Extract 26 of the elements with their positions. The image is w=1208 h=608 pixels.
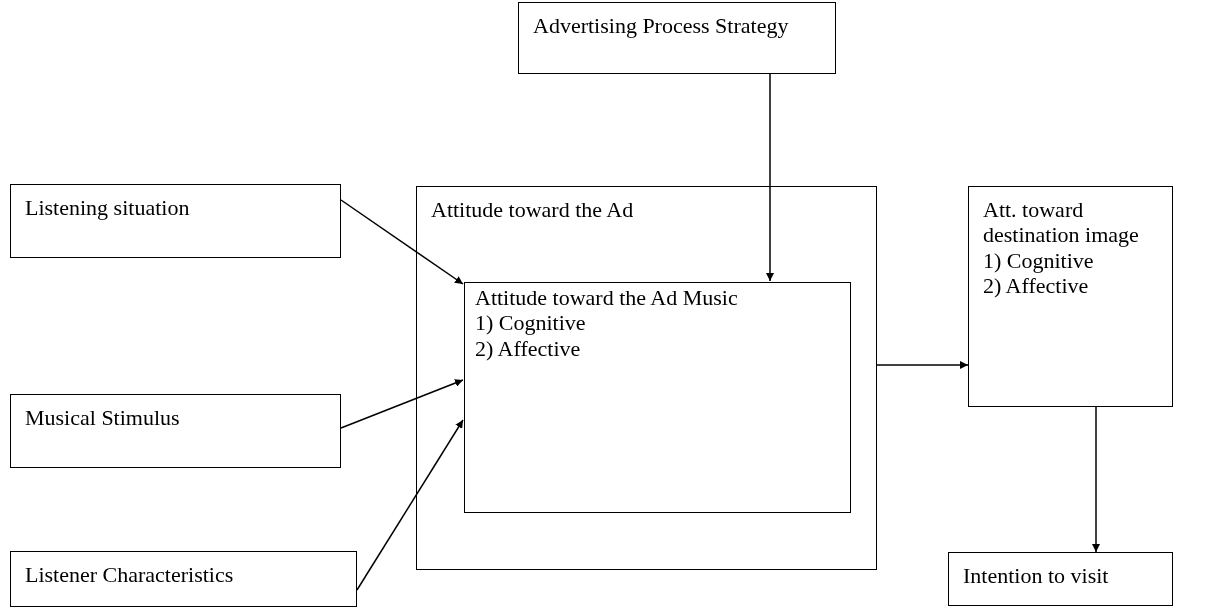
box-label: Listener Characteristics xyxy=(25,562,235,588)
box-label: Att. toward destination image xyxy=(983,197,1140,248)
arrow xyxy=(356,419,464,591)
inner-box xyxy=(464,282,851,513)
box-label: 1) Cognitive xyxy=(475,310,587,336)
box-label: 2) Affective xyxy=(983,272,1089,299)
box-label: Advertising Process Strategy xyxy=(533,13,790,39)
arrow xyxy=(876,361,969,369)
box-label: Intention to visit xyxy=(963,563,1110,589)
process-box xyxy=(948,552,1173,606)
box-label: Musical Stimulus xyxy=(25,405,181,431)
box-label: Listening situation xyxy=(25,195,191,221)
box-label: 1) Cognitive xyxy=(983,247,1095,273)
process-box xyxy=(968,186,1173,407)
process-box xyxy=(10,394,341,468)
box-label: Attitude toward the Ad Music xyxy=(475,285,739,311)
process-box xyxy=(10,184,341,258)
arrow xyxy=(766,73,774,282)
process-box xyxy=(518,2,836,74)
arrow xyxy=(340,199,464,285)
process-box xyxy=(10,551,357,607)
box-label: Attitude toward the Ad xyxy=(431,197,635,223)
arrow xyxy=(1092,406,1100,553)
process-box xyxy=(416,186,877,570)
box-label: 2) Affective xyxy=(475,335,582,361)
arrow xyxy=(340,379,464,429)
